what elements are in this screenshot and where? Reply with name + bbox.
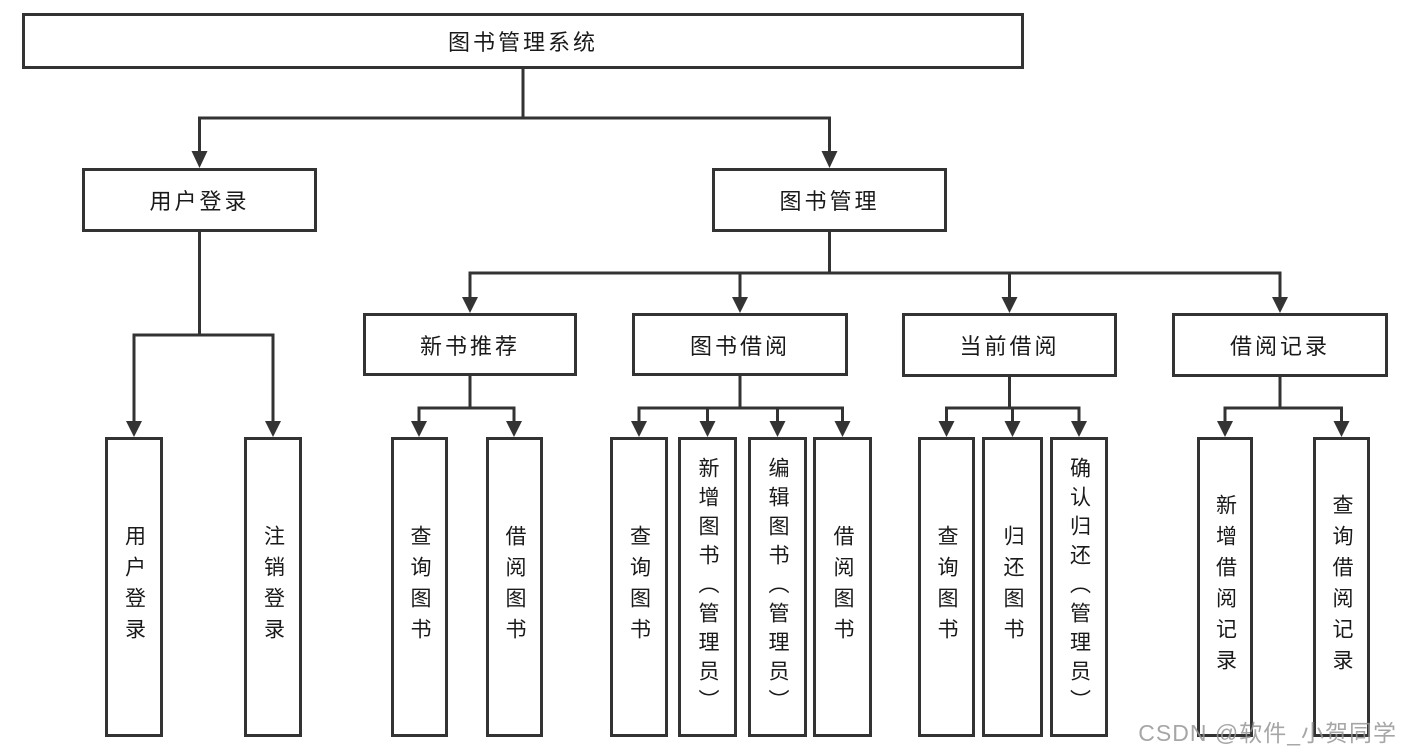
leaf-br-query-record-label: 查询借阅记录 [1330, 494, 1353, 680]
watermark: CSDN @软件_小贺同学 [1138, 720, 1397, 746]
leaf-br-add-record-label: 新增借阅记录 [1213, 494, 1237, 680]
leaf-nb-query-books-label: 查询图书 [408, 525, 431, 649]
leaf-br-query-record: 查询借阅记录 [1313, 437, 1370, 737]
leaf-bb-borrow-books-label: 借阅图书 [831, 525, 854, 649]
leaf-bb-edit-books-admin: 编辑图书（管理员） [748, 437, 807, 737]
node-current-borrow-label: 当前借阅 [959, 334, 1060, 359]
node-new-book-recommend-label: 新书推荐 [419, 333, 520, 359]
node-book-borrow: 图书借阅 [632, 313, 848, 376]
leaf-logout: 注销登录 [244, 437, 302, 737]
leaf-cb-confirm-return-admin-label: 确认归还（管理员） [1067, 456, 1091, 718]
leaf-user-login: 用户登录 [105, 437, 163, 737]
leaf-nb-borrow-books: 借阅图书 [486, 437, 543, 737]
leaf-nb-borrow-books-label: 借阅图书 [503, 525, 526, 649]
leaf-bb-add-books-admin: 新增图书（管理员） [678, 437, 737, 737]
node-book-borrow-label: 图书借阅 [689, 333, 790, 359]
node-book-management: 图书管理 [712, 168, 947, 232]
node-library-system: 图书管理系统 [22, 13, 1024, 69]
leaf-bb-edit-books-admin-label: 编辑图书（管理员） [766, 456, 789, 718]
node-borrow-records-label: 借阅记录 [1229, 334, 1330, 359]
leaf-bb-add-books-admin-label: 新增图书（管理员） [696, 456, 719, 718]
leaf-br-add-record: 新增借阅记录 [1197, 437, 1253, 737]
leaf-cb-return-books: 归还图书 [982, 437, 1043, 737]
node-user-login: 用户登录 [82, 168, 317, 232]
node-library-system-label: 图书管理系统 [447, 30, 598, 55]
leaf-logout-label: 注销登录 [261, 525, 285, 649]
node-new-book-recommend: 新书推荐 [363, 313, 577, 376]
leaf-cb-query-books: 查询图书 [918, 437, 975, 737]
node-borrow-records: 借阅记录 [1172, 313, 1388, 377]
leaf-nb-query-books: 查询图书 [391, 437, 448, 737]
leaf-cb-query-books-label: 查询图书 [935, 525, 958, 649]
node-user-login-label: 用户登录 [149, 189, 250, 214]
node-current-borrow: 当前借阅 [902, 313, 1117, 377]
leaf-bb-query-books-label: 查询图书 [627, 525, 651, 649]
leaf-cb-confirm-return-admin: 确认归还（管理员） [1050, 437, 1108, 737]
leaf-cb-return-books-label: 归还图书 [1001, 525, 1024, 649]
leaf-bb-borrow-books: 借阅图书 [813, 437, 872, 737]
leaf-user-login-label: 用户登录 [122, 525, 146, 649]
leaf-bb-query-books: 查询图书 [610, 437, 668, 737]
node-book-management-label: 图书管理 [779, 189, 880, 214]
